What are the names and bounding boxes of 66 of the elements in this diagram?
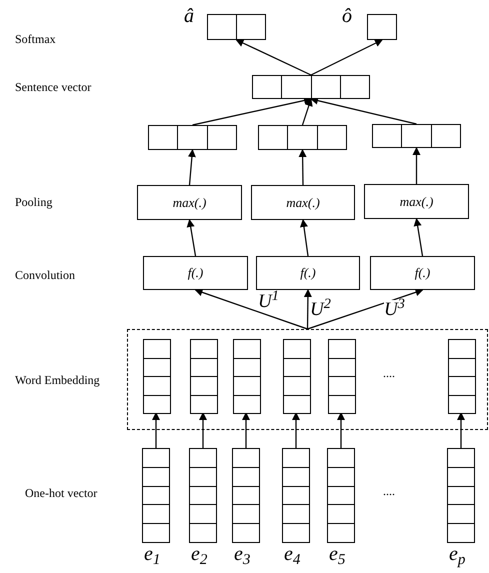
layer-label: One-hot vector: [25, 485, 98, 502]
layer-label: ....: [383, 483, 395, 500]
vector-box: [447, 448, 475, 543]
arrow: [292, 412, 300, 448]
arrow: [242, 412, 250, 448]
vector-box: [142, 448, 170, 543]
layer-label: Sentence vector: [15, 79, 92, 96]
arrow: [236, 39, 312, 76]
arrow: [199, 412, 207, 448]
arrow: [310, 96, 417, 125]
arrow: [298, 149, 307, 185]
arrow: [300, 219, 309, 256]
function-box: [256, 256, 360, 290]
function-label: f(.): [300, 264, 316, 282]
vector-symbol: e$_{2}$: [191, 544, 208, 564]
arrow: [414, 218, 424, 256]
arrow: [188, 149, 196, 186]
vector-box: [143, 339, 171, 414]
vector-box: [367, 14, 397, 40]
vector-box: [190, 339, 218, 414]
arrow: [337, 412, 345, 448]
arrow: [302, 98, 313, 126]
arrow: [304, 289, 312, 329]
vector-symbol: e$_{3}$: [234, 544, 250, 564]
function-label: max(.): [286, 194, 320, 212]
vector-box: [232, 448, 260, 543]
vector-symbol: e$_{4}$: [284, 544, 300, 564]
arrow: [310, 39, 383, 76]
function-box: [251, 185, 355, 220]
vector-box: [252, 75, 370, 99]
function-box: [364, 184, 469, 219]
arrow: [192, 96, 312, 126]
vector-box: [283, 339, 311, 414]
function-box: [370, 256, 475, 290]
function-label: f(.): [188, 264, 204, 282]
arrow: [457, 412, 465, 448]
arrow: [186, 219, 196, 256]
vector-box: [328, 339, 356, 414]
function-label: f(.): [414, 264, 430, 282]
vector-box: [282, 448, 310, 543]
vector-symbol: e$_{5}$: [329, 544, 346, 564]
function-box: [143, 256, 248, 290]
function-label: max(.): [400, 192, 434, 211]
function-label: max(.): [172, 194, 206, 212]
arrow: [307, 288, 424, 330]
vector-box: [258, 125, 347, 150]
vector-box: [148, 125, 237, 150]
vector-symbol: e$_{1}$: [144, 544, 160, 564]
vector-box: [207, 14, 266, 40]
layer-label: Pooling: [15, 194, 52, 211]
vector-box: [327, 448, 355, 543]
dashed-group-box: [127, 329, 488, 430]
layer-label: Convolution: [15, 267, 76, 284]
vector-box: [372, 124, 461, 148]
vector-box: [189, 448, 217, 543]
vector-symbol: â: [184, 6, 194, 26]
layer-label: Softmax: [15, 31, 56, 48]
vector-box: [448, 339, 476, 414]
vector-symbol: ô: [342, 6, 352, 26]
layer-label: Word Embedding: [15, 372, 100, 389]
arrow: [152, 412, 160, 448]
arrow: [412, 147, 420, 184]
arrow: [194, 288, 308, 330]
function-box: [137, 185, 242, 220]
vector-box: [233, 339, 261, 414]
layer-label: ....: [383, 365, 395, 382]
